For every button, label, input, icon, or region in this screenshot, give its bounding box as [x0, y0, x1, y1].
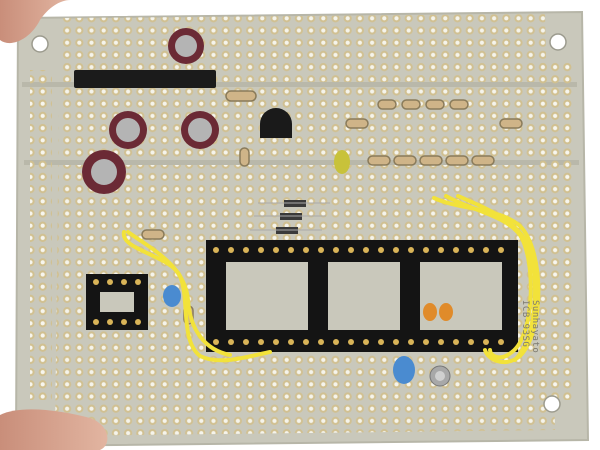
mounting-holes [31, 33, 567, 413]
fingers [0, 0, 108, 450]
yellow-component [334, 150, 350, 174]
ic-socket-40pin [206, 240, 518, 352]
crystal [429, 365, 451, 387]
jumper-wires [121, 194, 541, 365]
electrolytic-capacitors [82, 28, 219, 194]
ceramic-capacitors [163, 285, 453, 384]
ic-socket-8pin [86, 274, 148, 330]
diodes [250, 200, 330, 234]
transistor [260, 108, 292, 138]
board-silkscreen-label: Sunhayato ICB-93SG [520, 300, 540, 354]
pin-header [74, 70, 216, 88]
